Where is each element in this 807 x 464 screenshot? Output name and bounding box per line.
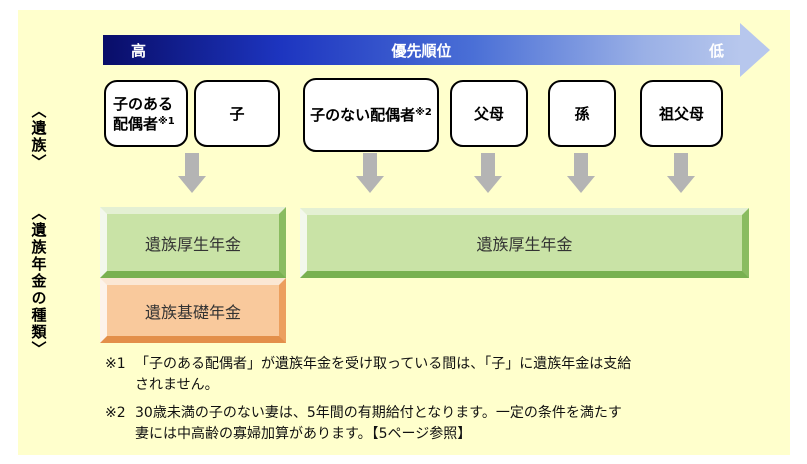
box-label: 子 <box>229 104 245 123</box>
down-arrow-icon <box>356 153 384 193</box>
box-label: 父母 <box>473 104 504 123</box>
priority-arrow-head-icon <box>740 23 770 77</box>
footnote-1: ※1 「子のある配偶者」が遺族年金を受け取っている間は、「子」に遺族年金は支給 … <box>105 354 631 396</box>
priority-high-label: 高 <box>131 41 147 60</box>
footnote-2: ※2 30歳未満の子のない妻は、5年間の有期給付となります。一定の条件を満たす … <box>105 403 622 445</box>
box-label: 孫 <box>574 104 590 123</box>
box-label: 子のない配偶者※2 <box>310 106 432 124</box>
footnote-ref: ※1 <box>158 115 175 127</box>
pension-box-kiso: 遺族基礎年金 <box>100 278 286 343</box>
survivor-box-parents: 父母 <box>450 80 528 147</box>
priority-low-label: 低 <box>708 41 724 60</box>
footnote-marker: ※1 <box>105 356 126 372</box>
down-arrow-icon <box>567 153 595 193</box>
down-arrow-icon <box>474 153 502 193</box>
box-label: 祖父母 <box>658 104 704 123</box>
footnote-text: 30歳未満の子のない妻は、5年間の有期給付となります。一定の条件を満たす 妻には… <box>135 405 622 442</box>
survivor-box-grandparents: 祖父母 <box>640 80 723 147</box>
pension-box-kosei-left: 遺族厚生年金 <box>100 207 286 278</box>
box-label: 子のある <box>113 94 174 113</box>
footnote-text: 「子のある配偶者」が遺族年金を受け取っている間は、「子」に遺族年金は支給 されま… <box>135 356 632 393</box>
survivor-box-spouse-without-child: 子のない配偶者※2 <box>303 78 439 152</box>
diagram-panel: 高 優先順位 低 〈遺族〉 〈遺族年金の種類〉 子のある 配偶者※1 子 子のな… <box>18 10 790 455</box>
box-label: 配偶者※1 <box>113 114 175 133</box>
side-label-survivors: 〈遺族〉 <box>29 103 48 171</box>
side-label-pension-types: 〈遺族年金の種類〉 <box>29 204 48 358</box>
priority-arrow: 高 優先順位 低 <box>103 35 740 65</box>
footnote-ref: ※2 <box>415 107 432 118</box>
pension-box-kosei-right: 遺族厚生年金 <box>300 208 749 278</box>
survivor-box-grandchild: 孫 <box>548 80 616 147</box>
priority-title: 優先順位 <box>391 41 452 60</box>
survivor-box-child: 子 <box>194 80 280 147</box>
footnote-marker: ※2 <box>105 405 126 421</box>
survivor-box-spouse-with-child: 子のある 配偶者※1 <box>104 80 188 147</box>
down-arrow-icon <box>178 153 206 193</box>
down-arrow-icon <box>667 153 695 193</box>
